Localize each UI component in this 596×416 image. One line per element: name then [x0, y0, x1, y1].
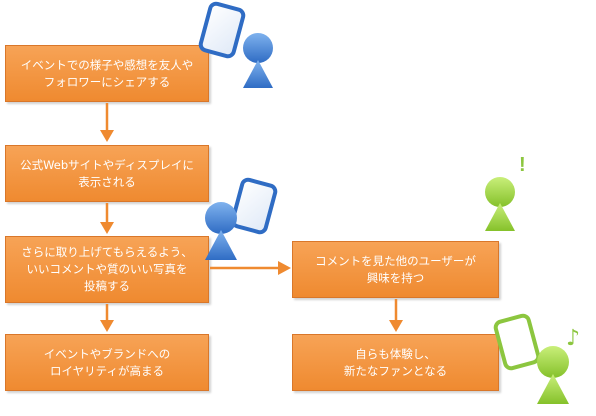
arrow-down-1: [100, 103, 114, 142]
curious-person-icon: [485, 177, 515, 231]
exclamation-mark: !: [519, 154, 526, 176]
person-with-phone-icon: [198, 1, 273, 88]
step-share-box: イベントでの様子や感想を友人や フォロワーにシェアする: [5, 45, 209, 102]
music-note-icon: ♪: [566, 326, 580, 351]
step-loyalty-box: イベントやブランドへの ロイヤリティが高まる: [5, 334, 209, 391]
arrow-down-2: [100, 203, 114, 234]
arrow-right: [210, 261, 291, 275]
step-interest-box: コメントを見た他のユーザーが 興味を持つ: [292, 241, 499, 298]
person-with-phone-icon-2: [205, 177, 278, 260]
step-post-box: さらに取り上げてもらえるよう、 いいコメントや質のいい写真を 投稿する: [5, 236, 209, 303]
new-fan-person-icon: [493, 313, 569, 404]
arrow-down-right: [389, 299, 403, 332]
step-displayed-box: 公式Webサイトやディスプレイに 表示される: [5, 145, 209, 202]
arrow-down-3: [100, 304, 114, 332]
step-new-fan-box: 自らも体験し、 新たなファンとなる: [292, 334, 499, 391]
